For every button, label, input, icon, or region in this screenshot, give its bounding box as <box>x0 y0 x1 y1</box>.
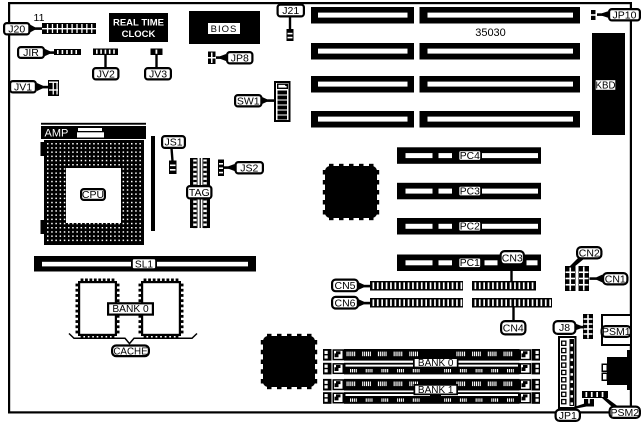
svg-text:BANK 0: BANK 0 <box>418 358 454 369</box>
svg-text:11: 11 <box>34 12 45 24</box>
svg-text:CN2: CN2 <box>579 247 600 259</box>
svg-text:BANK 0: BANK 0 <box>112 304 149 315</box>
svg-text:TAG: TAG <box>189 187 210 199</box>
svg-text:J20: J20 <box>8 23 25 35</box>
svg-text:BANK 1: BANK 1 <box>418 385 454 396</box>
svg-text:CN1: CN1 <box>605 273 626 285</box>
svg-text:PC2: PC2 <box>460 222 480 233</box>
svg-text:JV3: JV3 <box>149 68 167 80</box>
svg-text:35030: 35030 <box>475 27 506 39</box>
svg-text:CLOCK: CLOCK <box>122 29 156 40</box>
svg-text:CN3: CN3 <box>502 252 523 264</box>
svg-text:CPU: CPU <box>82 189 104 201</box>
svg-text:JP8: JP8 <box>231 52 249 64</box>
svg-text:PC1: PC1 <box>460 258 480 269</box>
svg-text:PSM2: PSM2 <box>610 407 639 419</box>
svg-text:KBD: KBD <box>596 80 616 91</box>
svg-text:JP1: JP1 <box>559 410 577 422</box>
svg-text:CN4: CN4 <box>503 322 524 334</box>
svg-text:J8: J8 <box>559 322 570 334</box>
svg-text:AMP: AMP <box>45 128 69 140</box>
svg-text:JS2: JS2 <box>240 162 258 174</box>
svg-text:JIR: JIR <box>23 47 39 59</box>
svg-text:JV1: JV1 <box>14 81 32 93</box>
svg-text:CN5: CN5 <box>334 280 355 292</box>
svg-text:PC3: PC3 <box>460 187 480 198</box>
svg-text:PSM1: PSM1 <box>602 326 631 338</box>
svg-text:JS1: JS1 <box>164 137 182 149</box>
svg-text:REAL TIME: REAL TIME <box>113 18 164 29</box>
svg-text:PC4: PC4 <box>460 151 480 162</box>
svg-text:SL1: SL1 <box>135 259 153 270</box>
svg-text:BIOS: BIOS <box>211 24 238 35</box>
svg-text:CN6: CN6 <box>334 297 355 309</box>
svg-text:SW1: SW1 <box>237 95 260 107</box>
svg-text:JV2: JV2 <box>97 68 115 80</box>
svg-text:CACHE: CACHE <box>113 346 148 357</box>
svg-text:J21: J21 <box>282 5 299 17</box>
svg-text:JP10: JP10 <box>613 9 637 21</box>
